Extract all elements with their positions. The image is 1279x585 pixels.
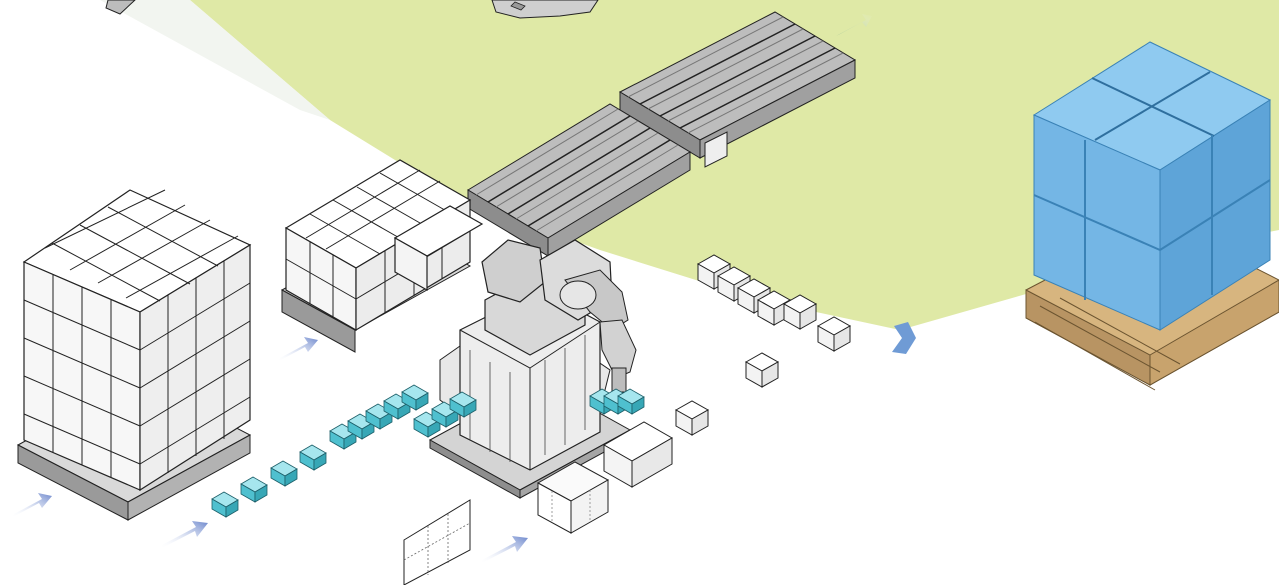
robot-gripper-load [590, 389, 644, 414]
arrow-right-icon [277, 337, 318, 362]
arrow-right-icon [160, 521, 208, 549]
arrow-right-icon [11, 493, 52, 518]
flat-carton-blank [404, 500, 470, 585]
arrow-right-icon [480, 536, 528, 564]
chevron-right-icon [892, 322, 916, 354]
full-pallet-left [18, 190, 250, 520]
